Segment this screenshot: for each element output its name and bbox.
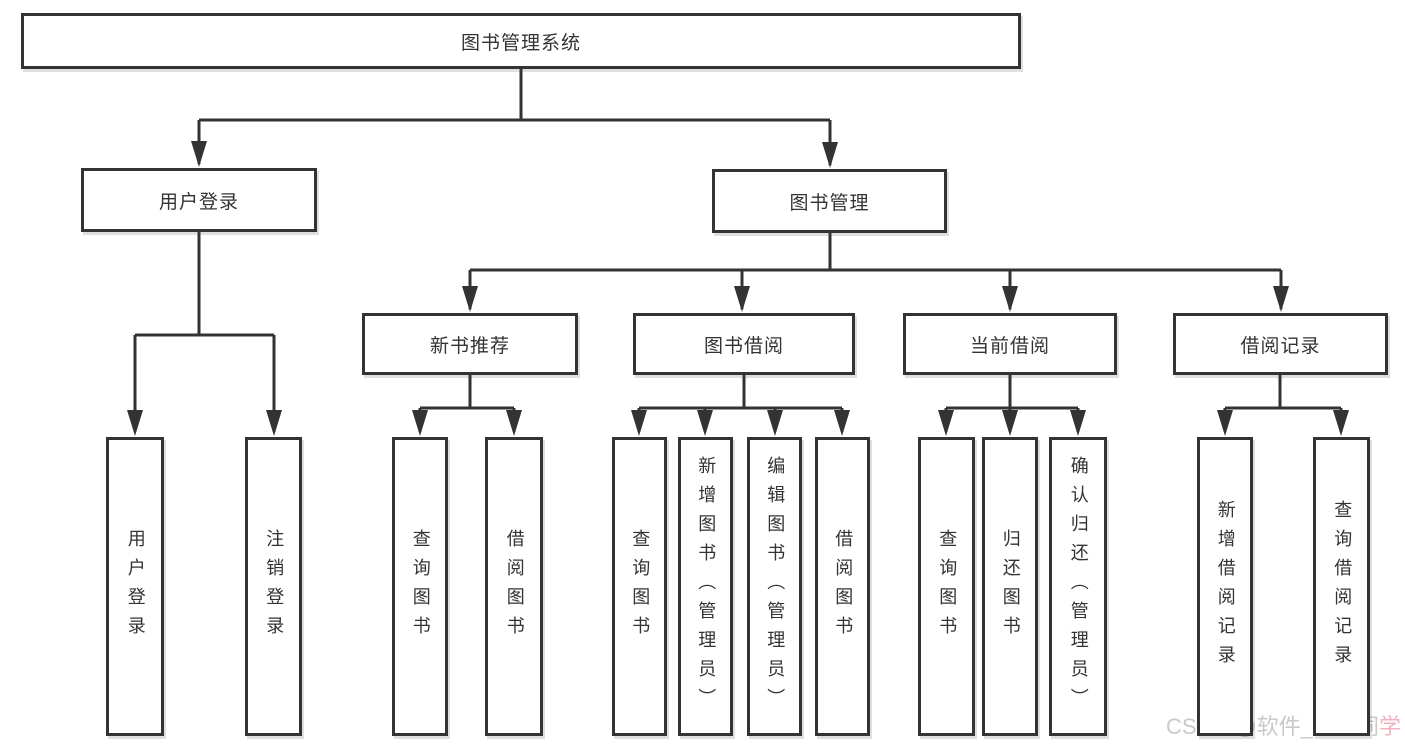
node-book-management: 图书管理 [712, 169, 947, 233]
leaf-label: 注销登录 [264, 528, 285, 645]
leaf-label: 用户登录 [125, 528, 146, 645]
leaf-borrow-borrow-book: 借阅图书 [815, 437, 870, 736]
watermark-accent-char: 学 [1378, 714, 1401, 739]
leaf-recommend-borrow-book: 借阅图书 [485, 437, 543, 736]
node-user-login: 用户登录 [81, 168, 317, 232]
leaf-label: 编辑图书（管理员） [765, 456, 786, 717]
leaf-current-query-book: 查询图书 [918, 437, 975, 736]
node-new-book-recommend: 新书推荐 [362, 313, 578, 375]
leaf-current-confirm-return-admin: 确认归还（管理员） [1049, 437, 1107, 736]
leaf-borrow-query-book: 查询图书 [612, 437, 667, 736]
leaf-label: 借阅图书 [833, 528, 854, 645]
leaf-label: 查询借阅记录 [1332, 499, 1353, 674]
leaf-user-login: 用户登录 [106, 437, 164, 736]
leaf-current-return-book: 归还图书 [982, 437, 1038, 736]
leaf-label: 归还图书 [1000, 528, 1021, 645]
node-book-borrow: 图书借阅 [633, 313, 855, 375]
leaf-label: 新增图书（管理员） [696, 456, 717, 717]
leaf-label: 确认归还（管理员） [1068, 456, 1089, 717]
leaf-label: 查询图书 [937, 528, 958, 645]
leaf-record-add-borrow-record: 新增借阅记录 [1197, 437, 1253, 736]
arrowheads [127, 141, 1349, 436]
leaf-borrow-add-book-admin: 新增图书（管理员） [678, 437, 733, 736]
node-library-management-system: 图书管理系统 [21, 13, 1021, 69]
leaf-label: 新增借阅记录 [1215, 499, 1236, 674]
leaf-recommend-query-book: 查询图书 [392, 437, 448, 736]
leaf-label: 借阅图书 [504, 528, 525, 645]
leaf-record-query-borrow-record: 查询借阅记录 [1313, 437, 1370, 736]
leaf-logout: 注销登录 [245, 437, 302, 736]
leaf-label: 查询图书 [410, 528, 431, 645]
node-current-borrow: 当前借阅 [903, 313, 1117, 375]
leaf-borrow-edit-book-admin: 编辑图书（管理员） [747, 437, 802, 736]
node-borrow-records: 借阅记录 [1173, 313, 1388, 375]
leaf-label: 查询图书 [630, 528, 651, 645]
